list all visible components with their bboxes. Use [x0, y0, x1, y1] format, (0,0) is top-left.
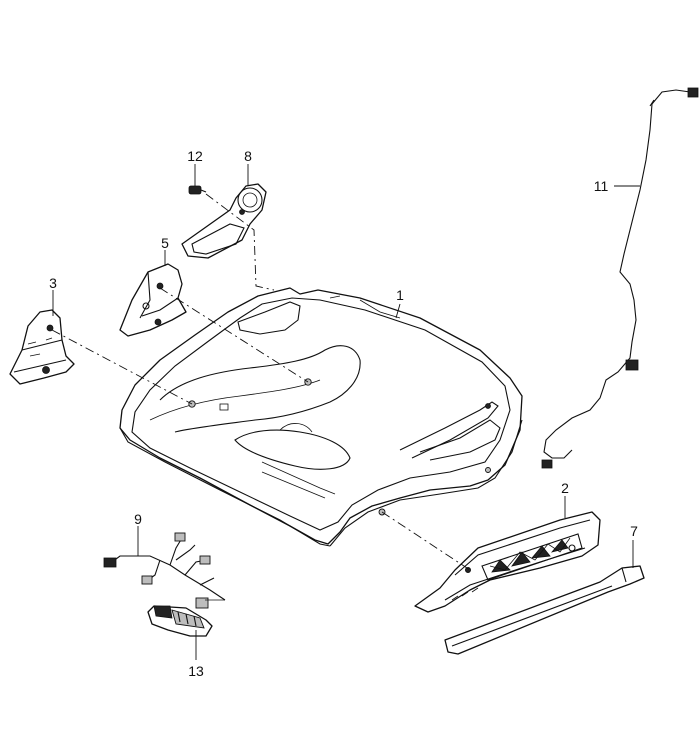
part-8-switch-bezel — [181, 183, 267, 259]
bracket-5-hole-top — [156, 282, 164, 290]
mount-hole-right — [485, 467, 491, 473]
cable-11-plug-top — [687, 87, 699, 98]
part-11-cable — [541, 87, 699, 469]
harness-9-connector-1 — [103, 557, 117, 568]
callout-3: 3 — [49, 275, 57, 291]
part-12-screw — [188, 185, 207, 195]
harness-9-connector-2 — [174, 532, 186, 542]
cable-11-plug-bottom — [541, 459, 553, 469]
callout-11: 11 — [594, 178, 609, 194]
part-5-center-bracket — [119, 263, 187, 337]
assembly-guide-lines — [51, 193, 471, 571]
part-13-connector-block — [147, 605, 213, 637]
part-2-side-trim-panel — [414, 511, 601, 613]
part-7-trim-strip — [444, 565, 645, 655]
callout-1: 1 — [396, 287, 404, 303]
rail-mount-hole — [485, 403, 491, 409]
callout-9: 9 — [134, 511, 142, 527]
harness-9-connector-5 — [195, 597, 209, 609]
bracket-5-hole-mid — [142, 302, 150, 310]
callout-7: 7 — [630, 523, 638, 539]
harness-9-connector-3 — [141, 575, 153, 585]
bracket-3-hole-top — [46, 324, 54, 332]
callout-8: 8 — [244, 148, 252, 164]
trim-hole-2 — [568, 544, 576, 552]
bracket-3-hole-bottom — [42, 366, 50, 374]
harness-9-connector-4 — [199, 555, 211, 565]
part-1-seat-shell — [119, 287, 523, 547]
callout-2: 2 — [561, 480, 569, 496]
bracket-5-hole-bottom — [154, 318, 162, 326]
part-9-wiring-harness — [103, 532, 226, 609]
callout-12: 12 — [187, 148, 203, 164]
callout-leaders — [52, 164, 640, 660]
label-tab — [219, 403, 229, 411]
cable-11-plug-middle — [625, 359, 639, 371]
trim-hole-1 — [464, 567, 471, 574]
bezel-dial-ring — [237, 187, 263, 213]
callout-5: 5 — [161, 235, 169, 251]
part-3-left-bracket — [9, 309, 75, 385]
callout-13: 13 — [188, 663, 204, 679]
